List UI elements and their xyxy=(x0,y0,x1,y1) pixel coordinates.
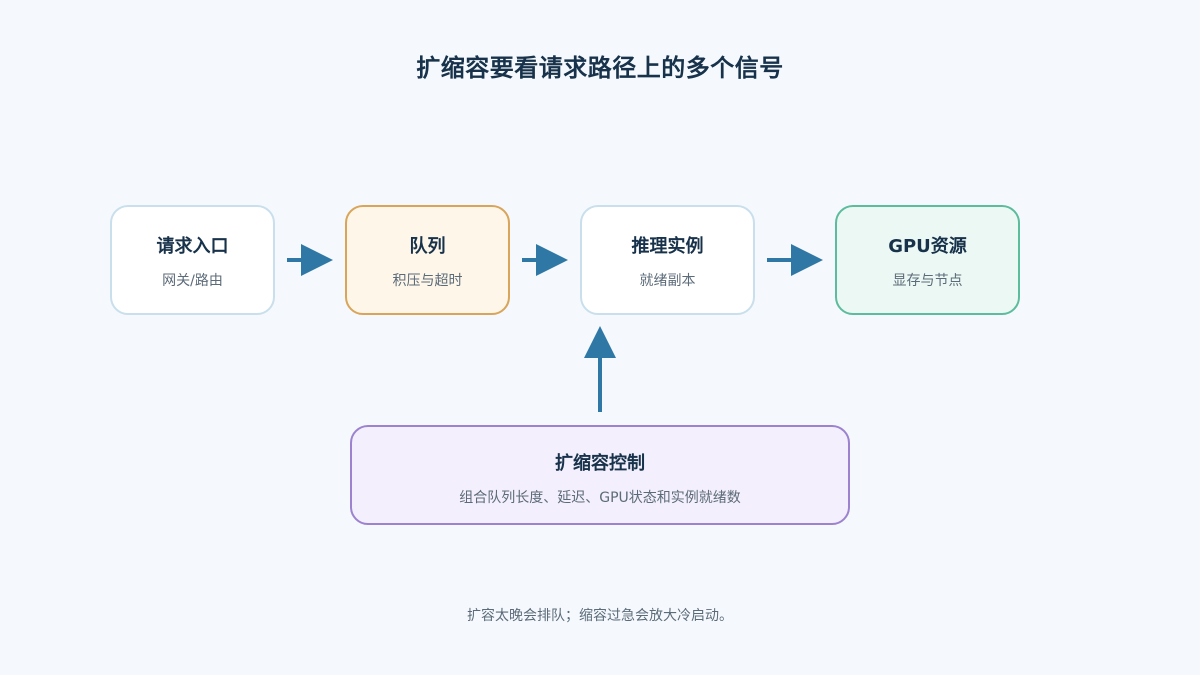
node-title: 队列 xyxy=(409,236,446,257)
diagram-title: 扩缩容要看请求路径上的多个信号 xyxy=(416,54,784,82)
node-gpu-resource: GPU资源 显存与节点 xyxy=(835,205,1020,315)
node-autoscaler-control: 扩缩容控制 组合队列长度、延迟、GPU状态和实例就绪数 xyxy=(350,425,850,525)
node-subtitle: 积压与超时 xyxy=(392,273,463,289)
footnote: 扩容太晚会排队；缩容过急会放大冷启动。 xyxy=(467,608,733,624)
node-title: 请求入口 xyxy=(156,236,229,257)
node-subtitle: 显存与节点 xyxy=(892,273,963,289)
node-title: 推理实例 xyxy=(631,236,704,257)
node-request-entry: 请求入口 网关/路由 xyxy=(110,205,275,315)
node-queue: 队列 积压与超时 xyxy=(345,205,510,315)
arrow-scaler-to-inference xyxy=(584,326,616,412)
arrow-inference-to-gpu xyxy=(767,244,823,276)
arrow-queue-to-inference xyxy=(522,244,568,276)
node-inference-instance: 推理实例 就绪副本 xyxy=(580,205,755,315)
arrow-entry-to-queue xyxy=(287,244,333,276)
node-subtitle: 就绪副本 xyxy=(639,273,696,289)
node-subtitle: 网关/路由 xyxy=(162,273,223,289)
node-subtitle: 组合队列长度、延迟、GPU状态和实例就绪数 xyxy=(459,490,741,506)
node-title: 扩缩容控制 xyxy=(555,453,645,474)
node-title: GPU资源 xyxy=(888,236,967,257)
